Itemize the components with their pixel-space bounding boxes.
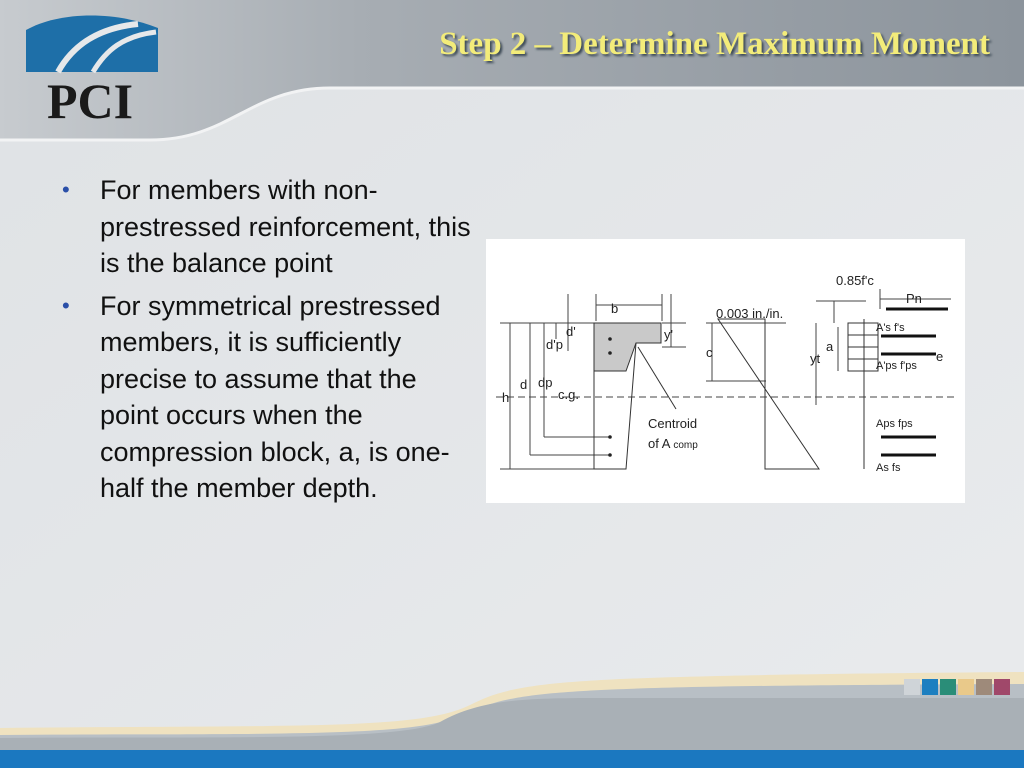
label-as-prime: A's f's (876, 322, 905, 334)
footer-swatches (904, 679, 1010, 695)
swatch (940, 679, 956, 695)
swatch (994, 679, 1010, 695)
bullet-text: For symmetrical prestressed members, it … (100, 290, 450, 504)
label-dp-prime: d'p (546, 337, 563, 352)
bullet-item: • For symmetrical prestressed members, i… (58, 288, 478, 507)
label-b: b (611, 301, 618, 316)
label-dp: dp (538, 375, 552, 390)
bullet-list: • For members with non-prestressed reinf… (58, 172, 478, 513)
slide-title: Step 2 – Determine Maximum Moment (439, 26, 990, 62)
bullet-marker: • (62, 177, 70, 202)
swatch (958, 679, 974, 695)
label-aps: Aps fps (876, 418, 913, 430)
bullet-text: For members with non-prestressed reinfor… (100, 175, 471, 278)
swatch (904, 679, 920, 695)
label-d: d (520, 377, 527, 392)
bullet-marker: • (62, 292, 70, 318)
label-as: As fs (876, 462, 901, 474)
label-stress: 0.85f'c (836, 273, 874, 288)
swatch (976, 679, 992, 695)
label-cg: c.g. (558, 387, 579, 402)
label-a: a (826, 339, 834, 354)
label-d-prime: d' (566, 324, 576, 339)
label-y-prime: y' (664, 327, 673, 342)
label-aps-prime: A'ps f'ps (876, 360, 917, 372)
label-e: e (936, 349, 943, 364)
bullet-item: • For members with non-prestressed reinf… (58, 172, 478, 282)
pci-logo: PCI (26, 15, 158, 125)
section-diagram: b d' d'p y' h d dp c.g. Centroid of A co… (486, 239, 965, 503)
label-centroid-2: of A comp (648, 436, 698, 451)
label-pn: Pn (906, 291, 922, 306)
label-c: c (706, 345, 713, 360)
swatch (922, 679, 938, 695)
label-h: h (502, 390, 509, 405)
label-centroid-1: Centroid (648, 416, 697, 431)
label-strain: 0.003 in./in. (716, 306, 783, 321)
logo-text: PCI (47, 73, 133, 125)
label-yt: yt (810, 351, 821, 366)
